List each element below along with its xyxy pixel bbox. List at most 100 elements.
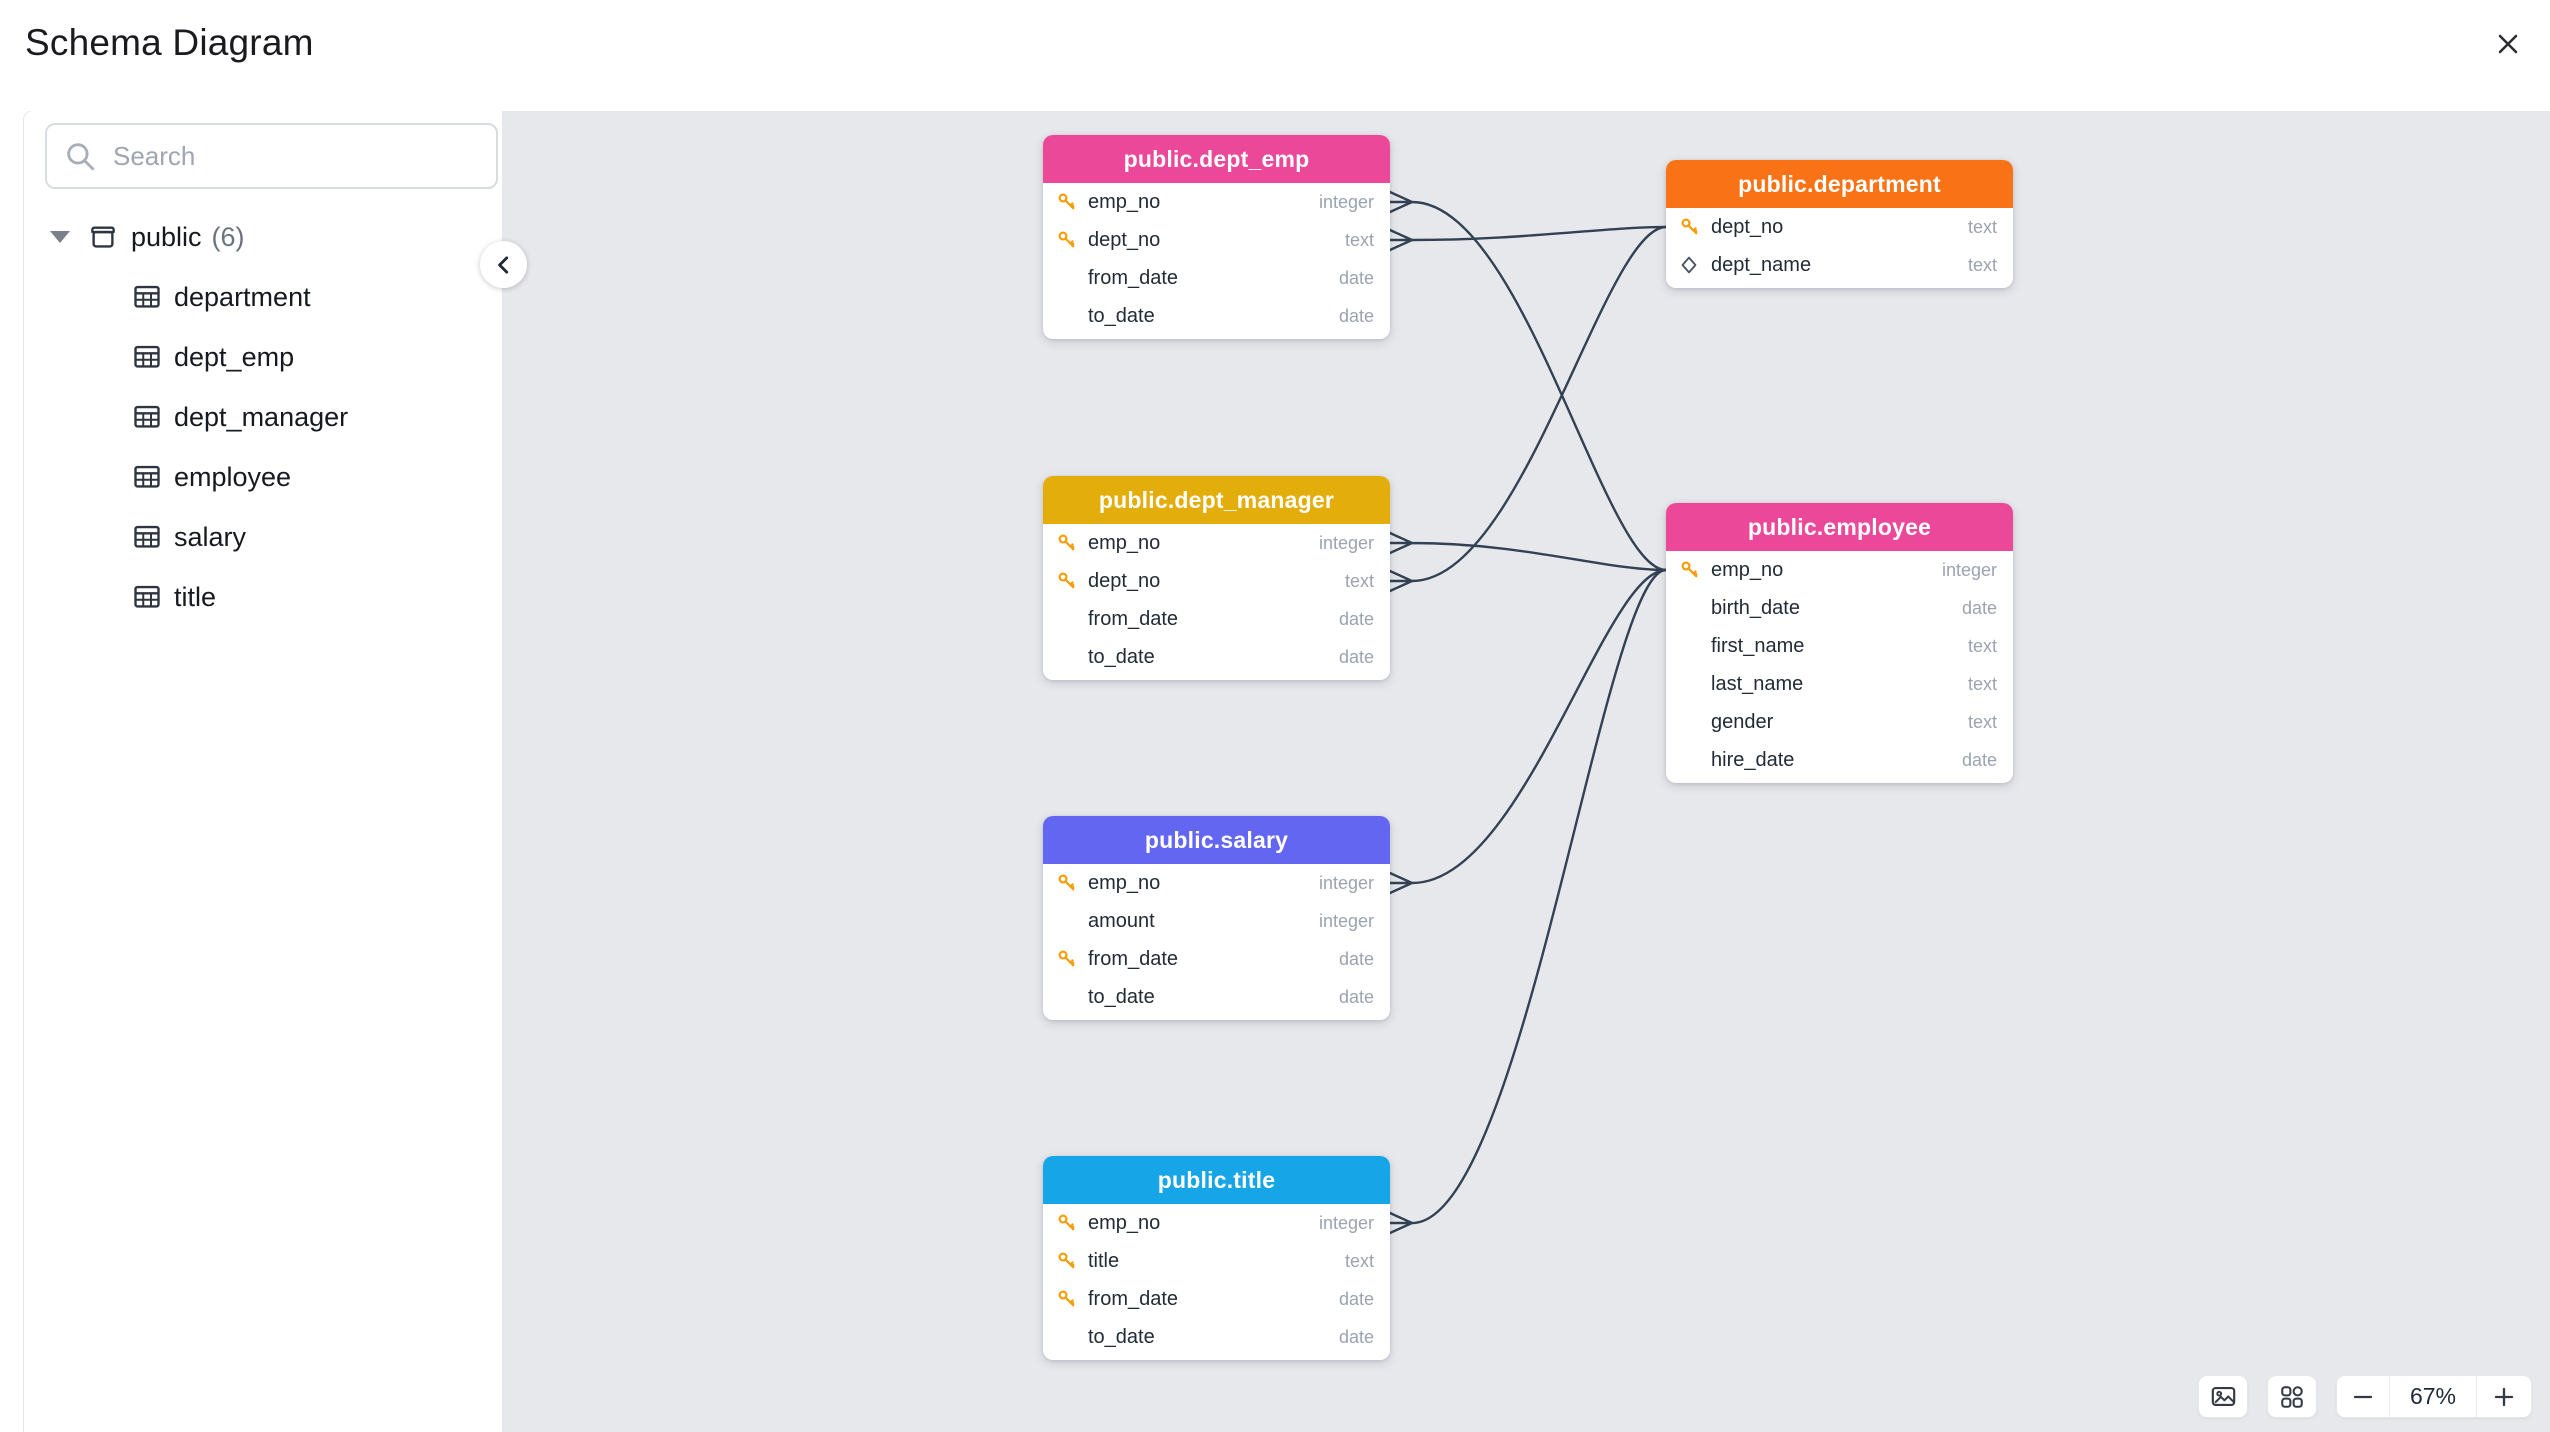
sidebar-collapse-button[interactable] bbox=[480, 241, 527, 288]
column-type: integer bbox=[1941, 559, 1997, 580]
chevron-left-icon bbox=[497, 255, 508, 274]
sidebar-item-title[interactable]: title bbox=[24, 567, 502, 627]
primary-key-icon bbox=[1058, 534, 1075, 551]
primary-key-icon bbox=[1058, 874, 1075, 891]
minus-icon bbox=[2353, 1395, 2373, 1398]
search-icon bbox=[67, 143, 95, 171]
tree-node-public-schema[interactable]: public (6) bbox=[24, 207, 502, 267]
sidebar-item-dept_manager[interactable]: dept_manager bbox=[24, 387, 502, 447]
primary-key-icon bbox=[1058, 1214, 1075, 1231]
table-icon bbox=[134, 405, 160, 428]
table-name-label: employee bbox=[174, 461, 292, 492]
primary-key-icon bbox=[1058, 193, 1075, 210]
column-type: date bbox=[1338, 948, 1374, 969]
table-node-title: public.employee bbox=[1666, 503, 2013, 551]
column-type: text bbox=[1344, 1250, 1374, 1271]
table-icon bbox=[134, 345, 160, 368]
column-name: dept_name bbox=[1711, 253, 1812, 276]
column-type: date bbox=[1338, 646, 1374, 667]
column-type: text bbox=[1967, 711, 1997, 732]
column-type: integer bbox=[1318, 191, 1374, 212]
primary-key-icon bbox=[1058, 231, 1075, 248]
page-title: Schema Diagram bbox=[25, 22, 314, 63]
column-name: dept_no bbox=[1088, 569, 1161, 592]
primary-key-icon bbox=[1681, 218, 1698, 235]
export-image-button[interactable] bbox=[2198, 1375, 2248, 1418]
column-type: date bbox=[1338, 305, 1374, 326]
search-input[interactable] bbox=[111, 139, 480, 173]
column-name: from_date bbox=[1088, 947, 1179, 970]
sidebar-item-dept_emp[interactable]: dept_emp bbox=[24, 327, 502, 387]
table-node-title: public.department bbox=[1666, 160, 2013, 208]
table-name-label: title bbox=[174, 581, 217, 612]
column-type: date bbox=[1338, 986, 1374, 1007]
zoom-control: 67% bbox=[2336, 1375, 2532, 1418]
table-name-label: department bbox=[174, 281, 311, 312]
table-icon bbox=[134, 465, 160, 488]
column-type: integer bbox=[1318, 872, 1374, 893]
column-type: text bbox=[1967, 635, 1997, 656]
column-type: date bbox=[1961, 749, 1997, 770]
column-name: from_date bbox=[1088, 266, 1179, 289]
table-node-title: public.dept_emp bbox=[1043, 135, 1390, 183]
column-name: last_name bbox=[1711, 672, 1804, 695]
plus-icon bbox=[2494, 1387, 2514, 1406]
column-type: text bbox=[1967, 216, 1997, 237]
column-name: to_date bbox=[1088, 985, 1155, 1008]
sidebar-item-department[interactable]: department bbox=[24, 267, 502, 327]
column-type: date bbox=[1338, 608, 1374, 629]
diagram-canvas[interactable] bbox=[503, 111, 2550, 1432]
unique-index-icon bbox=[1681, 256, 1697, 274]
column-name: emp_no bbox=[1088, 1211, 1161, 1234]
table-name-label: salary bbox=[174, 521, 247, 552]
column-type: date bbox=[1961, 597, 1997, 618]
search-box[interactable] bbox=[45, 123, 498, 189]
canvas-controls: 67% bbox=[2198, 1375, 2532, 1418]
tables-sidebar: public (6) department dept_emp dept_manage… bbox=[23, 110, 503, 1432]
grid-icon bbox=[2281, 1385, 2303, 1408]
table-name-label: dept_manager bbox=[174, 401, 349, 432]
column-name: emp_no bbox=[1711, 558, 1784, 581]
schema-table-count: (6) bbox=[211, 221, 245, 252]
sidebar-item-salary[interactable]: salary bbox=[24, 507, 502, 567]
zoom-out-button[interactable] bbox=[2337, 1376, 2389, 1417]
close-icon bbox=[2498, 34, 2518, 54]
column-type: text bbox=[1344, 229, 1374, 250]
column-name: title bbox=[1088, 1249, 1120, 1272]
column-row-dept_manager-dept_no: dept_no text bbox=[1043, 562, 1390, 600]
sidebar-item-employee[interactable]: employee bbox=[24, 447, 502, 507]
column-name: emp_no bbox=[1088, 871, 1161, 894]
table-node-title: public.title bbox=[1043, 1156, 1390, 1204]
column-name: first_name bbox=[1711, 634, 1805, 657]
dialog-header: Schema Diagram bbox=[0, 0, 2550, 111]
auto-layout-button[interactable] bbox=[2267, 1375, 2317, 1418]
column-row-employee-emp_no: emp_no integer bbox=[1666, 551, 2013, 589]
column-name: birth_date bbox=[1711, 596, 1800, 619]
column-name: to_date bbox=[1088, 304, 1155, 327]
primary-key-icon bbox=[1058, 950, 1075, 967]
column-row-title-title: title text bbox=[1043, 1242, 1390, 1280]
primary-key-icon bbox=[1058, 1290, 1075, 1307]
zoom-in-button[interactable] bbox=[2477, 1376, 2531, 1417]
column-name: emp_no bbox=[1088, 531, 1161, 554]
table-icon bbox=[134, 285, 160, 308]
table-name-label: dept_emp bbox=[174, 341, 295, 372]
column-row-employee-birth_date: birth_date date bbox=[1666, 589, 2013, 627]
primary-key-icon bbox=[1058, 572, 1075, 589]
primary-key-icon bbox=[1058, 1252, 1075, 1269]
column-type: text bbox=[1344, 570, 1374, 591]
close-button[interactable] bbox=[2482, 18, 2534, 70]
